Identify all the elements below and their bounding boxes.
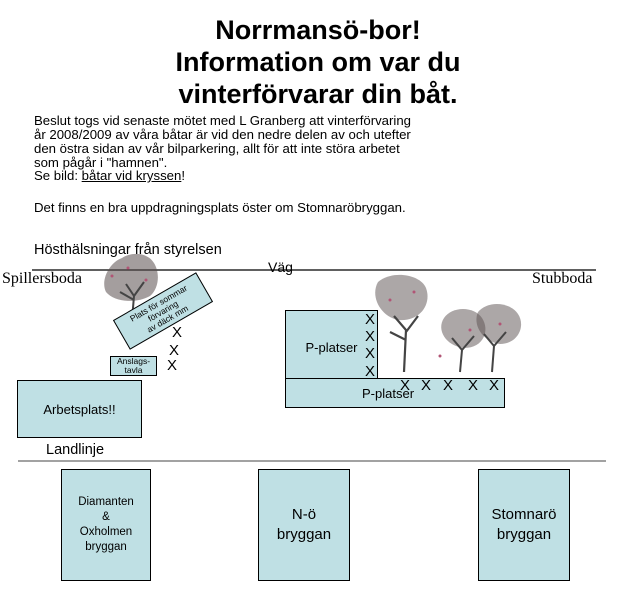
boat-mark: X [443,377,454,394]
picture-link[interactable]: båtar vid kryssen [81,168,182,183]
paragraph-line: den östra sidan av vår bilparkering, all… [34,141,400,156]
boat-mark: X [172,324,183,341]
boat-mark: X [365,345,376,362]
paragraph-line: som pågår i "hamnen". [34,155,168,170]
dock-diamanten: Diamanten & Oxholmen bryggan [61,469,151,581]
boat-mark: X [365,363,376,380]
boat-mark: X [365,328,376,345]
left-place-label: Spillersboda [2,270,82,287]
road-label: Väg [268,259,293,275]
dock-no: N-ö bryggan [258,469,350,581]
page-title: Norrmansö-bor! Information om var du vin… [0,14,636,110]
shoreline-label: Landlinje [46,442,105,458]
see-prefix: Se bild: [34,168,82,183]
paragraph-line: Beslut togs vid senaste mötet med L Gran… [34,113,412,128]
decision-paragraph: Beslut togs vid senaste mötet med L Gran… [34,114,604,170]
dock-label-line: N-ö [291,506,317,523]
paragraph-line: år 2008/2009 av våra båtar är vid den ne… [34,127,411,142]
see-suffix: ! [181,168,186,183]
notice-line: Anslags- [116,356,151,366]
title-line-2: Information om var du [175,47,461,77]
dock-label-line: Oxholmen [79,526,133,538]
launch-info: Det finns en bra uppdragningsplats öster… [34,200,406,215]
dock-label-line: bryggan [496,526,552,543]
dock-label-line: bryggan [85,541,127,553]
right-place-label: Stubboda [532,270,593,287]
tree-cluster-icon [375,274,522,373]
boat-mark: X [169,342,180,359]
see-picture-line: Se bild: båtar vid kryssen! [34,169,604,183]
dock-label-line: Stomnarö [491,506,557,523]
boat-mark: X [421,377,432,394]
dock-label-line: & [102,511,110,523]
boat-mark: X [365,311,376,328]
title-line-1: Norrmansö-bor! [215,15,421,45]
parking-upper-area: P-platser [285,310,378,384]
dock-stomnaro: Stomnarö bryggan [478,469,570,581]
boat-mark: X [400,377,411,394]
parking-lower-area: P-platser [285,378,505,408]
dock-label-line: bryggan [276,526,332,543]
boat-mark: X [468,377,479,394]
boat-mark: X [489,377,500,394]
notice-line: tavla [124,365,143,375]
title-line-3: vinterförvarar din båt. [178,79,458,109]
greeting: Hösthälsningar från styrelsen [34,242,222,258]
dock-label-line: Diamanten [78,496,134,508]
workplace-area: Arbetsplats!! [17,380,142,438]
boat-mark: X [167,357,178,374]
notice-board: Anslags- tavla [110,356,157,376]
